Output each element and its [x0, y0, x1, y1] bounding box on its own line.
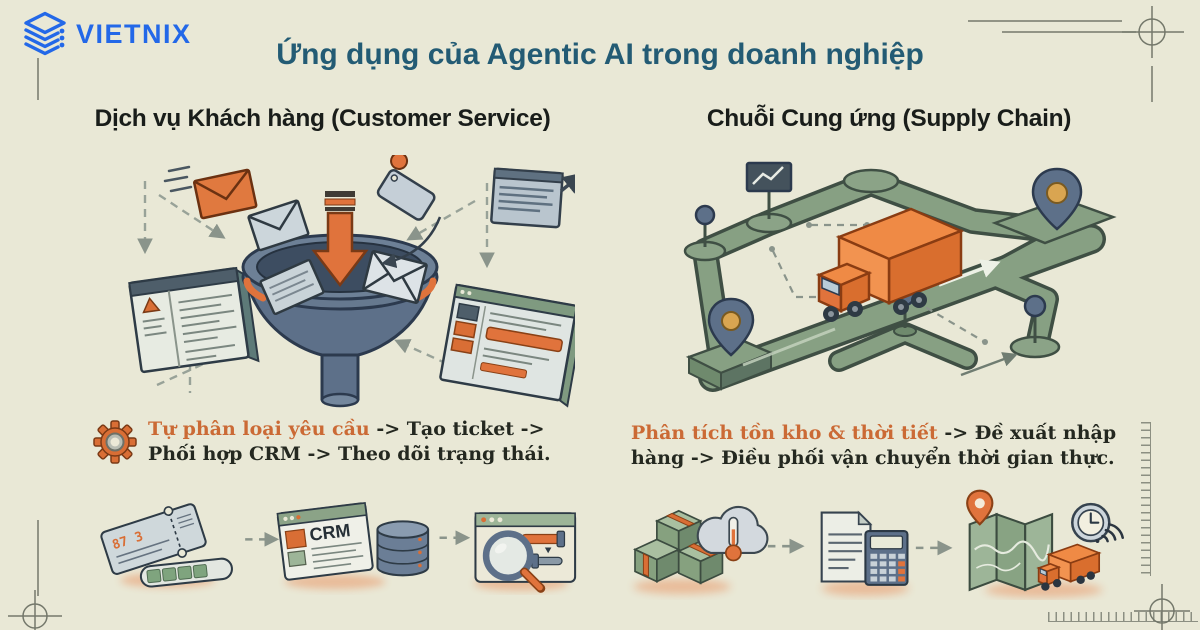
- road-highlight: [742, 327, 836, 367]
- cloud-thermometer-icon: [696, 505, 769, 562]
- route-node: [842, 168, 900, 194]
- progress-pill-icon: [139, 557, 233, 588]
- section-customer-service: Dịch vụ Khách hàng (Customer Service): [40, 105, 605, 615]
- search-magnifier-icon: [482, 530, 546, 593]
- caption-highlight: Tự phân loại yêu cầu: [148, 418, 370, 440]
- chart-signpost-icon: [745, 161, 793, 219]
- incoming-email-icon: [192, 168, 258, 220]
- road-arrow: [938, 259, 1001, 287]
- caption-highlight: Phân tích tồn kho & thời tiết: [631, 422, 938, 444]
- vietnix-logo-text: VIETNIX: [76, 18, 192, 49]
- crm-window-icon: CRM: [276, 501, 374, 581]
- status-search-window-icon: [474, 512, 577, 593]
- report-panel-icon: [439, 283, 575, 408]
- caption-rest: -> Tạo ticket -> Phối hợp CRM -> Theo dõ…: [148, 418, 551, 466]
- logistics-route-illustration: [683, 161, 1117, 392]
- delivery-truck-icon: [815, 207, 965, 322]
- location-pin-icon: [1031, 167, 1083, 231]
- curved-arrow: [381, 216, 442, 269]
- section-heading-supply-chain: Chuỗi Cung ứng (Supply Chain): [706, 105, 1072, 132]
- calculator-icon: [864, 529, 909, 586]
- gray-arrow: [960, 352, 1018, 377]
- document-icon: [259, 258, 325, 316]
- customer-service-flow-icons: 87 3 CRM: [100, 501, 577, 593]
- section-heading-customer-service: Dịch vụ Khách hàng (Customer Service): [94, 105, 551, 132]
- sliders-icon: [520, 530, 566, 569]
- warning-triangle-icon: [142, 296, 161, 314]
- vietnix-logo: VIETNIX: [22, 10, 192, 58]
- wifi-signal-icon: [1095, 523, 1124, 543]
- waypoint-ball-icon: [683, 204, 727, 262]
- caption-text: Phân tích tồn kho & thời tiết -> Đề xuất…: [631, 421, 1143, 471]
- gear-icon: [93, 420, 137, 464]
- supply-chain-caption: Phân tích tồn kho & thời tiết -> Đề xuất…: [631, 421, 1143, 471]
- webpage-card-icon: [490, 167, 564, 229]
- vietnix-logo-icon: [24, 11, 66, 56]
- route-map-icon: [968, 512, 1054, 592]
- waypoint-ball-icon: [1009, 294, 1061, 359]
- email-funnel-illustration: [128, 155, 575, 408]
- location-pin-icon: [707, 297, 755, 357]
- supply-chain-flow-icons: [632, 489, 1124, 598]
- order-document-icon: [820, 510, 873, 583]
- caption-rest: -> Đề xuất nhập hàng -> Điều phối vận ch…: [631, 422, 1117, 470]
- dashed-link: [772, 223, 984, 342]
- speed-lines: [163, 165, 193, 193]
- crm-label: CRM: [308, 520, 351, 545]
- external-arrow-icon: [559, 172, 575, 194]
- priority-tag-icon: [376, 155, 436, 221]
- envelope-icon: [247, 199, 310, 252]
- page-title: Ứng dụng của Agentic AI trong doanh nghi…: [276, 38, 924, 71]
- support-ticket-icon: 87 3: [100, 503, 207, 575]
- clock-icon: [1071, 502, 1111, 543]
- map-pin-icon: [966, 489, 994, 526]
- down-arrow-icon: [311, 191, 369, 288]
- section-supply-chain: Chuỗi Cung ứng (Supply Chain): [615, 105, 1163, 615]
- caption-text: Tự phân loại yêu cầu -> Tạo ticket -> Ph…: [148, 417, 560, 467]
- customer-service-caption: Tự phân loại yêu cầu -> Tạo ticket -> Ph…: [92, 417, 560, 467]
- connected-truck-icon: [1036, 523, 1124, 591]
- alert-document-panel-icon: [128, 266, 260, 374]
- database-icon: [376, 520, 430, 577]
